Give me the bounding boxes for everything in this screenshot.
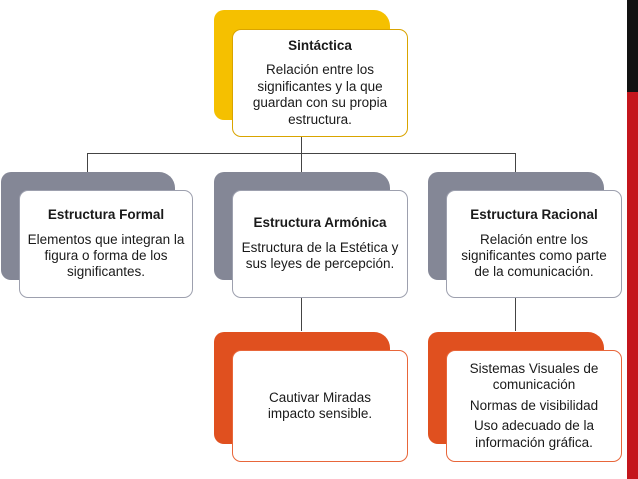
connector-racional-leaf [515, 297, 517, 331]
leaf-node-racional: Sistemas Visuales de comunicación Normas… [446, 350, 622, 462]
structure-node-formal: Estructura Formal Elementos que integran… [19, 190, 193, 298]
structure-node-racional: Estructura Racional Relación entre los s… [446, 190, 622, 298]
connector-armonica [301, 153, 303, 172]
root-node-title: Sintáctica [288, 37, 352, 53]
leaf-line-uso: Uso adecuado de la información gráfica. [473, 418, 595, 450]
root-node-text: Relación entre los significantes y la qu… [252, 62, 388, 127]
structure-text-armonica: Estructura de la Estética y sus leyes de… [241, 239, 399, 272]
side-accent-bar [627, 0, 638, 479]
structure-text-formal: Elementos que integran la figura o forma… [27, 231, 185, 280]
side-accent-bar-bottom [627, 92, 638, 479]
structure-title-racional: Estructura Racional [470, 207, 598, 223]
leaf-text-armonica: Cautivar Miradas impacto sensible. [267, 389, 373, 421]
structure-node-armonica: Estructura Armónica Estructura de la Est… [232, 190, 408, 298]
leaf-node-armonica: Cautivar Miradas impacto sensible. [232, 350, 408, 462]
root-node: Sintáctica Relación entre los significan… [232, 29, 408, 137]
leaf-line-sistemas: Sistemas Visuales de comunicación [469, 360, 599, 393]
side-accent-bar-top [627, 0, 638, 92]
leaf-line-normas: Normas de visibilidad [469, 397, 599, 413]
connector-root-stem [301, 137, 303, 153]
connector-armonica-leaf [301, 297, 303, 331]
structure-title-armonica: Estructura Armónica [253, 215, 387, 231]
structure-text-racional: Relación entre los significantes como pa… [461, 231, 607, 280]
connector-racional [515, 153, 517, 172]
connector-formal [87, 153, 89, 172]
structure-title-formal: Estructura Formal [47, 207, 165, 223]
